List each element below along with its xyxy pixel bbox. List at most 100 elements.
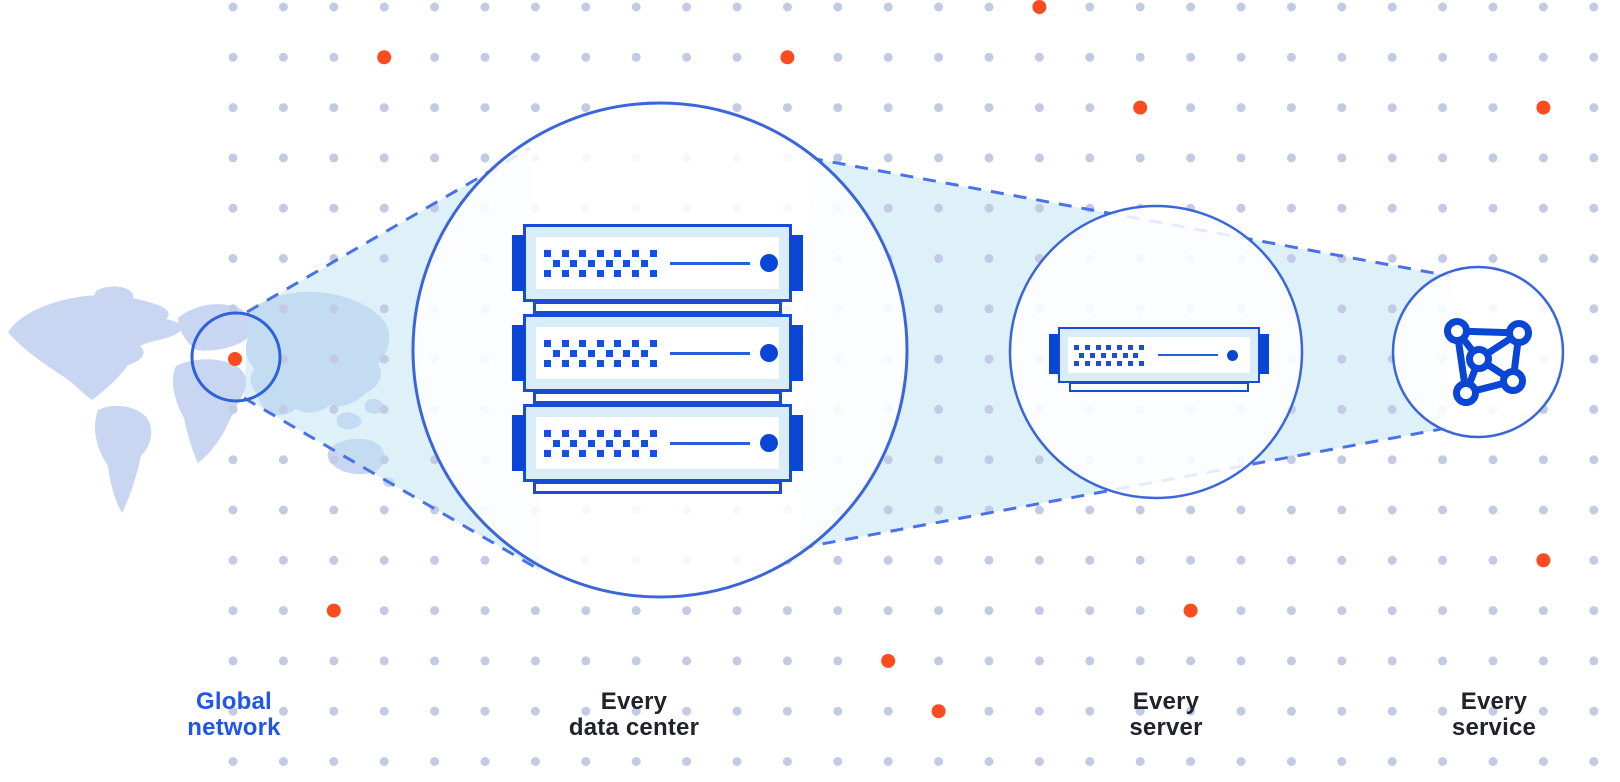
caption-global-network: Global network — [187, 689, 280, 741]
grid-dot — [1337, 505, 1347, 515]
grid-dot — [530, 757, 540, 766]
map-europe — [178, 304, 251, 351]
grid-dot — [530, 52, 540, 62]
grid-dot — [1438, 254, 1448, 263]
grid-dot — [883, 103, 893, 113]
grid-dot — [883, 455, 893, 465]
grid-dot — [984, 254, 994, 263]
rack-tray — [533, 391, 782, 404]
grid-dot — [782, 757, 792, 766]
grid-dot — [1589, 757, 1599, 766]
grid-dot — [1337, 203, 1347, 213]
vent-dot-matrix — [544, 249, 657, 277]
grid-dot — [430, 153, 440, 163]
server-unit — [512, 404, 803, 482]
caption-line: Every — [1460, 688, 1528, 715]
grid-dot — [1387, 555, 1397, 565]
grid-dot — [1589, 404, 1599, 414]
grid-dot — [379, 103, 389, 113]
grid-dot — [228, 404, 238, 414]
rack-ear-right — [1259, 334, 1269, 374]
grid-dot — [278, 103, 288, 113]
grid-dot — [379, 606, 389, 616]
grid-dot — [228, 555, 238, 565]
grid-dot — [934, 203, 944, 213]
grid-dot — [1135, 606, 1145, 616]
grid-dot — [732, 606, 742, 616]
grid-dot — [1337, 354, 1347, 364]
grid-dot — [530, 706, 540, 716]
grid-dot — [1538, 203, 1548, 213]
grid-dot — [1085, 52, 1095, 62]
grid-dot — [379, 153, 389, 163]
grid-dot — [1286, 706, 1296, 716]
grid-dot — [329, 153, 339, 163]
accent-dot — [1536, 553, 1551, 568]
grid-dot — [984, 555, 994, 565]
vent-dot — [579, 269, 587, 277]
grid-dot — [1387, 153, 1397, 163]
grid-dot — [480, 706, 490, 716]
server-faceplate — [1068, 337, 1250, 373]
vent-dot — [561, 449, 569, 457]
vent-dot — [561, 339, 569, 347]
map-indonesia — [336, 412, 362, 430]
grid-dot — [782, 103, 792, 113]
grid-dot — [278, 254, 288, 263]
vent-dot — [561, 429, 569, 437]
grid-dot — [228, 153, 238, 163]
grid-dot — [1236, 505, 1246, 515]
grid-dot — [934, 757, 944, 766]
grid-dot — [1538, 656, 1548, 666]
grid-dot — [934, 455, 944, 465]
grid-dot — [1488, 455, 1498, 465]
grid-dot — [1236, 757, 1246, 766]
vent-dot — [605, 439, 613, 447]
grid-dot — [1337, 103, 1347, 113]
grid-dot — [480, 153, 490, 163]
grid-dot — [1286, 52, 1296, 62]
grid-dot — [228, 52, 238, 62]
grid-dot — [1286, 203, 1296, 213]
grid-dot — [530, 606, 540, 616]
grid-dot — [1387, 606, 1397, 616]
grid-dot — [984, 153, 994, 163]
grid-dot — [1337, 52, 1347, 62]
grid-dot — [1186, 52, 1196, 62]
grid-dot — [329, 555, 339, 565]
caption-line: Every — [600, 688, 668, 715]
vent-dot — [1079, 352, 1085, 358]
grid-dot — [1387, 254, 1397, 263]
grid-dot — [1488, 203, 1498, 213]
grid-dot — [228, 455, 238, 465]
map-asia — [245, 291, 390, 415]
vent-dot — [649, 429, 657, 437]
grid-dot — [278, 153, 288, 163]
grid-dot — [1337, 706, 1347, 716]
grid-dot — [329, 354, 339, 364]
grid-dot — [278, 757, 288, 766]
grid-dot — [984, 52, 994, 62]
grid-dot — [1589, 52, 1599, 62]
accent-dot — [881, 653, 896, 668]
grid-dot — [1337, 455, 1347, 465]
grid-dot — [1589, 455, 1599, 465]
grid-dot — [833, 606, 843, 616]
net-node — [1506, 320, 1532, 346]
vent-dot — [1101, 352, 1106, 358]
grid-dot — [228, 706, 238, 716]
grid-dot — [1387, 505, 1397, 515]
vent-dot — [649, 249, 657, 257]
grid-dot — [1186, 555, 1196, 565]
grid-dot — [631, 757, 641, 766]
server-unit — [512, 314, 803, 392]
grid-dot — [782, 706, 792, 716]
grid-dot — [833, 706, 843, 716]
grid-dot — [1438, 203, 1448, 213]
vent-dot — [1128, 344, 1133, 350]
grid-dot — [1186, 2, 1196, 12]
grid-dot — [984, 404, 994, 414]
vent-dot — [588, 259, 595, 267]
grid-dot — [682, 606, 692, 616]
